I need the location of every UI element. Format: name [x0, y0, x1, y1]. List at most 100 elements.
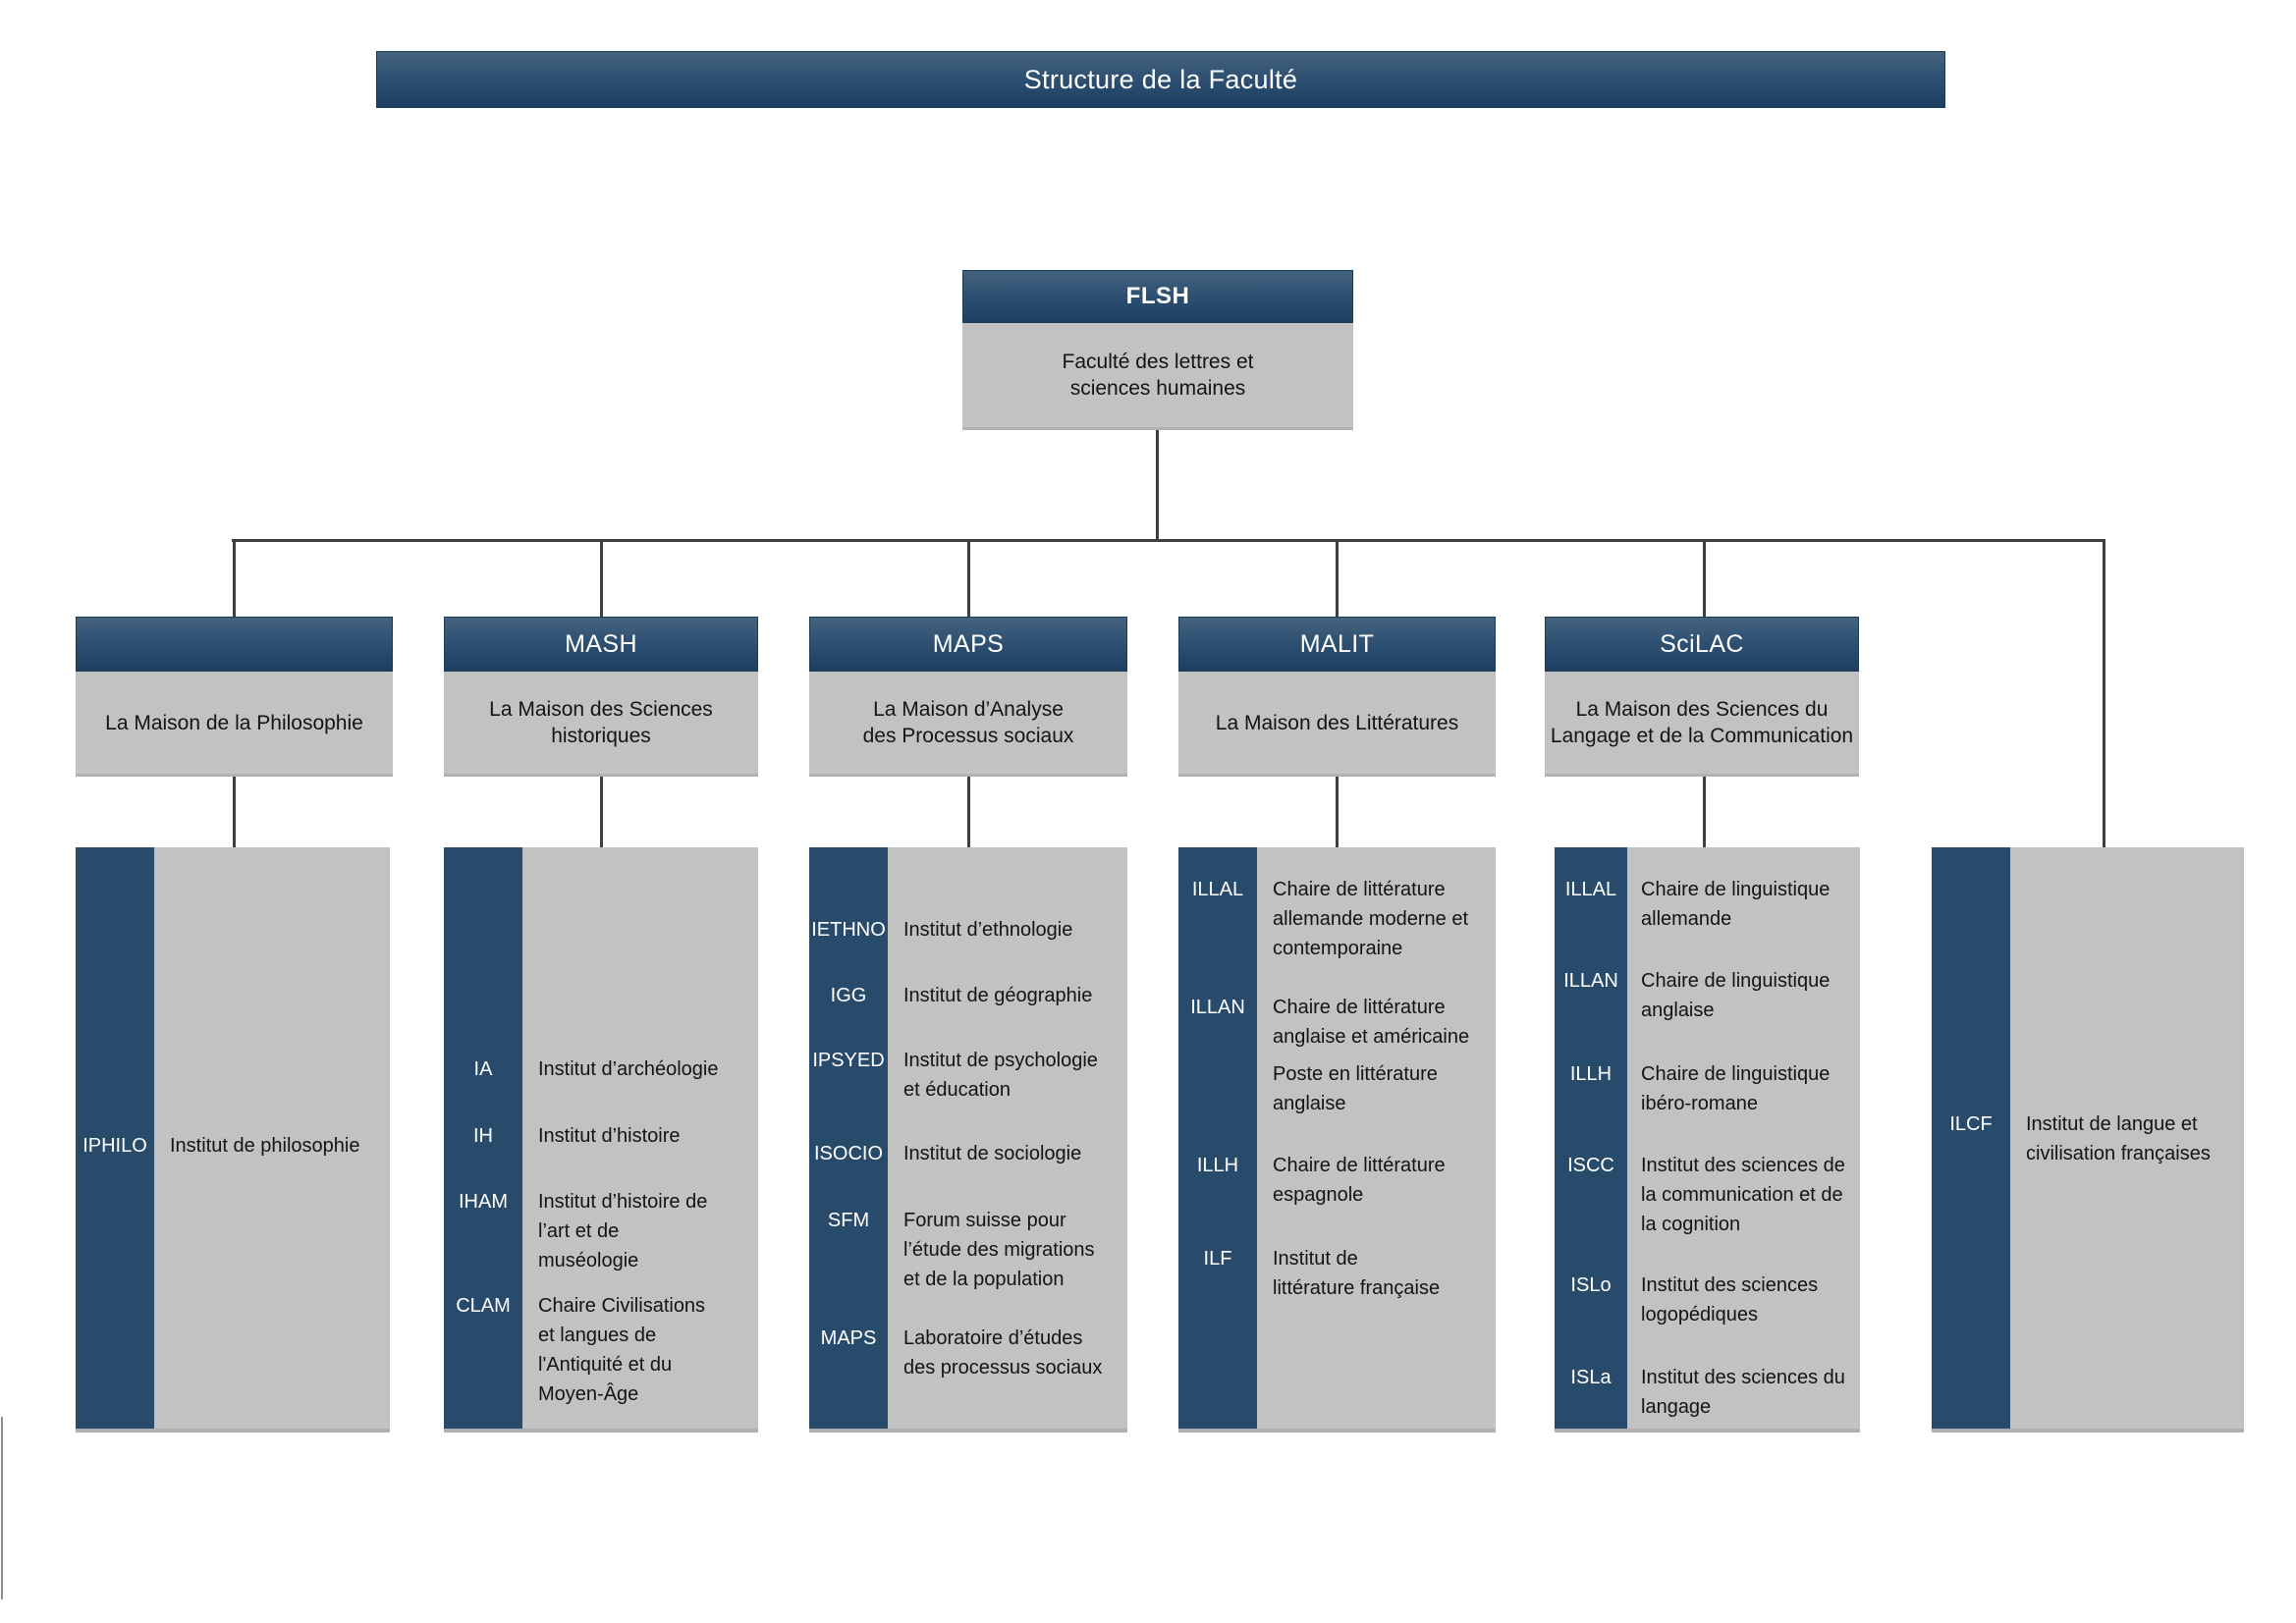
child-panel-ilcf: ILCF Institut de langue et civilisation …	[1932, 847, 2244, 1433]
institute-row: CLAM Chaire Civilisations et langues de …	[444, 1291, 752, 1409]
institute-code: ISLo	[1570, 1274, 1612, 1296]
panel-sidebar	[1178, 847, 1257, 1429]
maison-box-mash: MASH La Maison des Sciences historiques	[444, 617, 758, 777]
connector-drop-philosophie	[233, 542, 236, 617]
institute-row: ILLAN Chaire de linguistique anglaise	[1555, 966, 1854, 1025]
institute-name: Institut de géographie	[903, 985, 1093, 1006]
connector-drop-malit	[1336, 542, 1339, 617]
institute-name: Chaire de littérature allemande moderne …	[1273, 879, 1469, 959]
connector-maps-child	[967, 774, 970, 847]
institute-name: Institut des sciences du langage	[1641, 1367, 1845, 1418]
maison-box-philosophie: La Maison de la Philosophie	[76, 617, 393, 777]
child-panel-maps: IETHNO Institut d’ethnologie IGG Institu…	[809, 847, 1127, 1433]
institute-code: IH	[473, 1125, 493, 1147]
institute-row: ILF Institut de littérature française	[1178, 1244, 1490, 1303]
maison-name-philosophie: La Maison de la Philosophie	[76, 672, 393, 777]
institute-code: ILLH	[1569, 1063, 1613, 1085]
connector-philosophie-child	[233, 774, 236, 847]
institute-code: ISLa	[1570, 1367, 1612, 1388]
institute-name: Chaire de linguistique anglaise	[1641, 970, 1831, 1021]
institute-row: ISLa Institut des sciences du langage	[1555, 1363, 1854, 1422]
maison-header-scilac: SciLAC	[1545, 617, 1859, 672]
maison-name-scilac: La Maison des Sciences du Langage et de …	[1545, 672, 1859, 777]
institute-row: IETHNO Institut d’ethnologie	[809, 915, 1121, 945]
institute-code: IPHILO	[82, 1135, 147, 1157]
institute-row: IHAM Institut d’histoire de l’art et de …	[444, 1187, 752, 1275]
institute-row: ILLH Chaire de linguistique ibéro-romane	[1555, 1059, 1854, 1118]
institute-name: Chaire de littérature anglaise et améric…	[1273, 997, 1470, 1048]
institute-name: Institut d’histoire	[538, 1125, 681, 1147]
diagram-title-bar: Structure de la Faculté	[376, 51, 1945, 108]
institute-row: ILLAL Chaire de linguistique allemande	[1555, 875, 1854, 934]
maison-name-maps: La Maison d’Analyse des Processus sociau…	[809, 672, 1127, 777]
institute-name: Institut de littérature française	[1273, 1248, 1441, 1299]
institute-name: Institut de langue et civilisation franç…	[2026, 1113, 2211, 1164]
institute-code: ILLAN	[1190, 997, 1245, 1018]
institute-code: ILLAL	[1564, 879, 1617, 900]
institute-name: Institut d’histoire de l’art et de muséo…	[538, 1191, 708, 1271]
institute-row: IPSYED Institut de psychologie et éducat…	[809, 1046, 1121, 1105]
connector-mash-child	[600, 774, 603, 847]
panel-sidebar	[76, 847, 154, 1429]
institute-name: Chaire de linguistique ibéro-romane	[1641, 1063, 1831, 1114]
institute-row: ILLH Chaire de littérature espagnole	[1178, 1151, 1490, 1210]
panel-sidebar	[444, 847, 522, 1429]
panel-sidebar	[1932, 847, 2010, 1429]
institute-code: IPSYED	[812, 1050, 885, 1071]
institute-row: IH Institut d’histoire	[444, 1121, 752, 1151]
connector-flsh-drop	[1156, 427, 1159, 541]
connector-drop-maps	[967, 542, 970, 617]
institute-code: ISOCIO	[813, 1143, 883, 1164]
maison-name-malit: La Maison des Littératures	[1178, 672, 1496, 777]
flsh-code: FLSH	[1125, 283, 1190, 309]
institute-row: ISCC Institut des sciences de la communi…	[1555, 1151, 1854, 1239]
institute-name: Institut d’archéologie	[538, 1058, 719, 1080]
institute-code: ILLAL	[1191, 879, 1244, 900]
institute-code: MAPS	[820, 1327, 877, 1349]
page-left-edge	[1, 1417, 3, 1599]
institute-name: Forum suisse pour l’étude des migrations…	[903, 1210, 1095, 1290]
child-panel-malit: ILLAL Chaire de littérature allemande mo…	[1178, 847, 1496, 1433]
institute-code: ILF	[1203, 1248, 1232, 1270]
connector-scilac-child	[1703, 774, 1706, 847]
institute-row: MAPS Laboratoire d’études des processus …	[809, 1324, 1121, 1382]
maison-box-maps: MAPS La Maison d’Analyse des Processus s…	[809, 617, 1127, 777]
maison-header-philosophie	[76, 617, 393, 672]
institute-code: ILCF	[1949, 1113, 1993, 1135]
institute-name: Institut des sciences de la communicatio…	[1641, 1155, 1845, 1235]
institute-code: ISCC	[1567, 1155, 1614, 1176]
maison-box-malit: MALIT La Maison des Littératures	[1178, 617, 1496, 777]
institute-name: Institut des sciences logopédiques	[1641, 1274, 1819, 1325]
institute-row: IGG Institut de géographie	[809, 981, 1121, 1010]
institute-name: Chaire de linguistique allemande	[1641, 879, 1831, 930]
flsh-box: FLSH Faculté des lettres et sciences hum…	[962, 270, 1353, 430]
institute-code: ILLH	[1196, 1155, 1239, 1176]
maison-header-maps: MAPS	[809, 617, 1127, 672]
connector-malit-child	[1336, 774, 1339, 847]
institute-name: Institut de philosophie	[170, 1135, 360, 1157]
child-panel-philosophie: IPHILO Institut de philosophie	[76, 847, 390, 1433]
panel-sidebar	[809, 847, 888, 1429]
institute-row: ILCF Institut de langue et civilisation …	[1932, 1109, 2238, 1168]
institute-code: IGG	[830, 985, 867, 1006]
institute-code: SFM	[827, 1210, 870, 1231]
institute-row: SFM Forum suisse pour l’étude des migrat…	[809, 1206, 1121, 1294]
maison-header-mash: MASH	[444, 617, 758, 672]
institute-code: IA	[473, 1058, 493, 1080]
institute-row: ILLAL Chaire de littérature allemande mo…	[1178, 875, 1490, 963]
flsh-header: FLSH	[962, 270, 1353, 323]
institute-name: Chaire de littérature espagnole	[1273, 1155, 1446, 1206]
connector-drop-scilac	[1703, 542, 1706, 617]
connector-main-horizontal	[232, 539, 2105, 542]
maison-name-mash: La Maison des Sciences historiques	[444, 672, 758, 777]
institute-code: IETHNO	[811, 919, 886, 941]
institute-row: IPHILO Institut de philosophie	[76, 1131, 384, 1161]
institute-row: ILLAN Chaire de littérature anglaise et …	[1178, 993, 1490, 1052]
connector-drop-mash	[600, 542, 603, 617]
institute-name: Chaire Civilisations et langues de l'Ant…	[538, 1295, 706, 1405]
flsh-name: Faculté des lettres et sciences humaines	[962, 323, 1353, 430]
panel-sidebar	[1555, 847, 1627, 1429]
institute-row: Poste en littérature anglaise	[1178, 1059, 1490, 1118]
maison-box-scilac: SciLAC La Maison des Sciences du Langage…	[1545, 617, 1859, 777]
maison-header-malit: MALIT	[1178, 617, 1496, 672]
